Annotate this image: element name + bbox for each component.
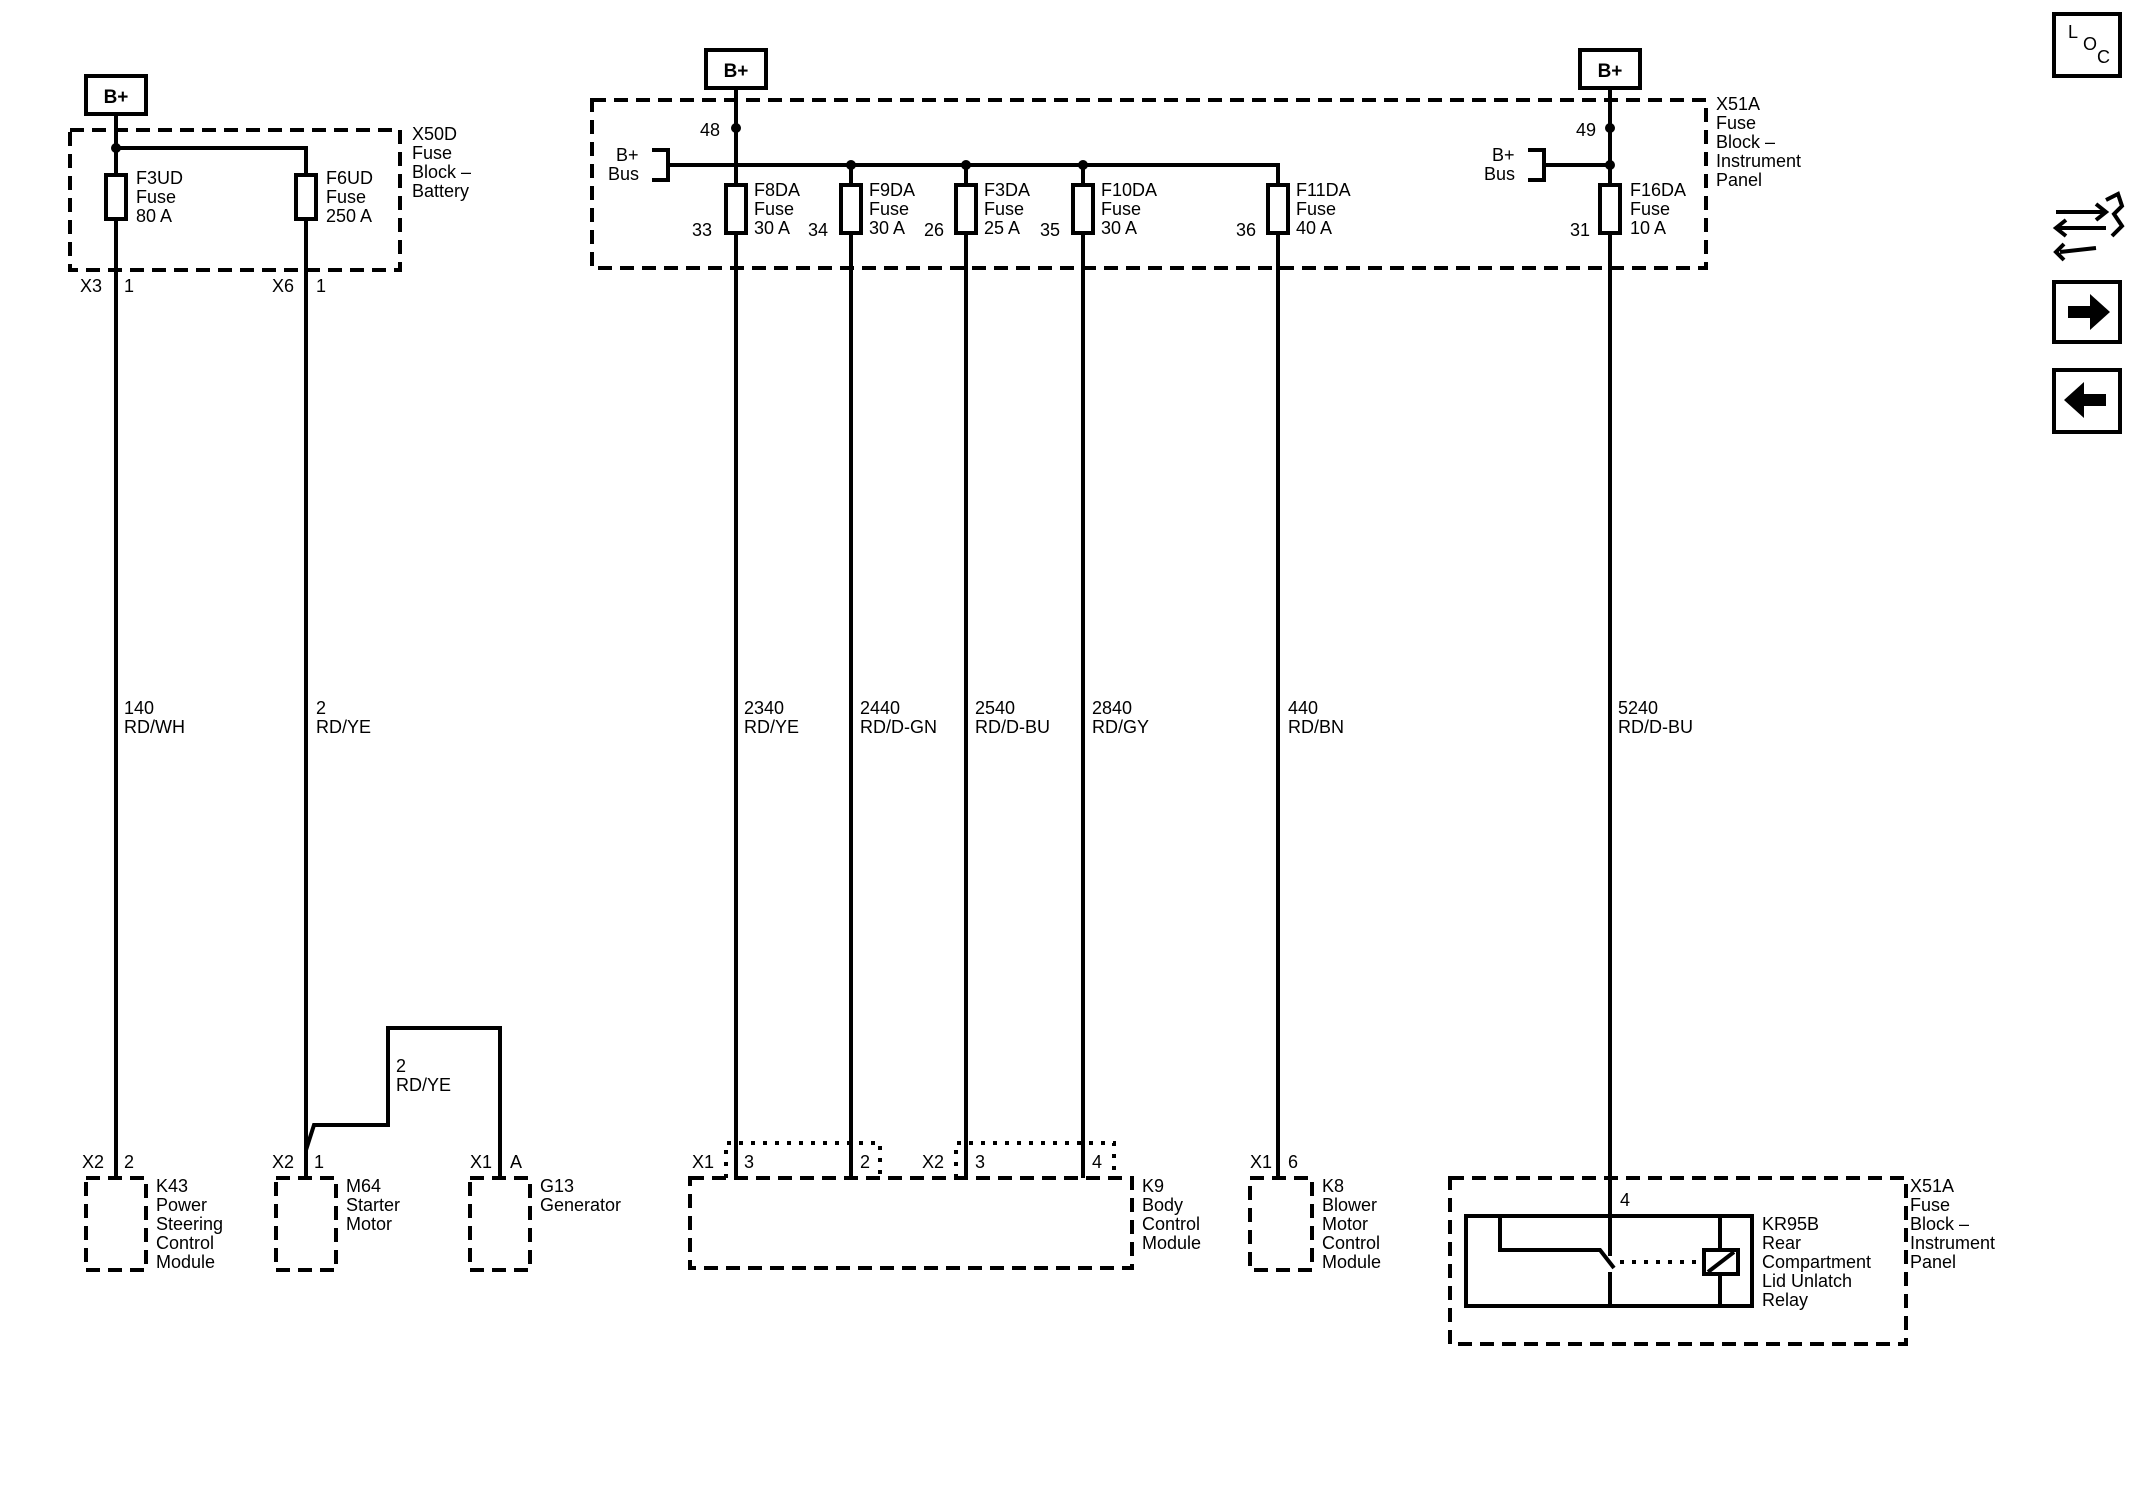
wire-2-generator-label: 2 RD/YE <box>396 1056 451 1095</box>
k9-component-outline <box>688 1176 1134 1270</box>
power-symbol-label: B+ <box>724 61 749 82</box>
m64-connector-label: X2 <box>272 1152 294 1172</box>
arrow-left-icon[interactable] <box>2052 368 2122 434</box>
pin-48-label: 48 <box>700 120 720 140</box>
connector-x6-pin: 1 <box>316 276 326 296</box>
x50d-label: X50D Fuse Block – Battery <box>412 124 476 201</box>
wire-2540-label: 2540 RD/D-BU <box>975 698 1050 737</box>
fuse-f8da-pin: 33 <box>692 220 712 240</box>
wire-2840-label: 2840 RD/GY <box>1092 698 1149 737</box>
m64-component-outline <box>274 1176 338 1272</box>
x51a-fuse-block-outline <box>590 98 1708 270</box>
x51a-relay-block-label: X51A Fuse Block – Instrument Panel <box>1910 1176 2000 1272</box>
fuse-f10da <box>1071 183 1095 235</box>
g13-label: G13 Generator <box>540 1176 621 1215</box>
location-view-button[interactable]: L O C <box>2052 12 2122 78</box>
fuse-f3da-pin: 26 <box>924 220 944 240</box>
fuse-f9da-label: F9DA Fuse 30 A <box>869 180 919 238</box>
k9-connector-x2-label: X2 <box>922 1152 944 1172</box>
x51a-relay-block-outline <box>1448 1176 1908 1346</box>
fuse-f8da <box>724 183 748 235</box>
connector-x3-label: X3 <box>80 276 102 296</box>
wire-2-label: 2 RD/YE <box>316 698 371 737</box>
g13-pin-label: A <box>510 1152 522 1172</box>
arrow-right-icon[interactable] <box>2052 280 2122 344</box>
x51a-label: X51A Fuse Block – Instrument Panel <box>1716 94 1806 190</box>
k43-label: K43 Power Steering Control Module <box>156 1176 228 1272</box>
fuse-f11da <box>1266 183 1290 235</box>
m64-label: M64 Starter Motor <box>346 1176 405 1234</box>
fuse-f16da-label: F16DA Fuse 10 A <box>1630 180 1690 238</box>
power-symbol-label: B+ <box>1598 61 1623 82</box>
k9-label: K9 Body Control Module <box>1142 1176 1205 1253</box>
fuse-f16da <box>1598 183 1622 235</box>
fuse-f3da-label: F3DA Fuse 25 A <box>984 180 1034 238</box>
fuse-f3da <box>954 183 978 235</box>
fuse-f8da-label: F8DA Fuse 30 A <box>754 180 804 238</box>
kr95b-label: KR95B Rear Compartment Lid Unlatch Relay <box>1762 1214 1876 1310</box>
fuse-f11da-pin: 36 <box>1236 220 1256 240</box>
fuse-f9da-pin: 34 <box>808 220 828 240</box>
power-symbol-label: B+ <box>104 87 129 108</box>
g13-component-outline <box>468 1176 532 1272</box>
fuse-f6ud-label: F6UD Fuse 250 A <box>326 168 378 226</box>
wire-440-label: 440 RD/BN <box>1288 698 1344 737</box>
wire-2440-label: 2440 RD/D-GN <box>860 698 937 737</box>
k8-connector-label: X1 <box>1250 1152 1272 1172</box>
wire-2 <box>304 219 502 1178</box>
wrench-arrows-icon[interactable] <box>2052 191 2125 262</box>
k9-pin-x2-3: 3 <box>975 1152 985 1172</box>
k8-component-outline <box>1248 1176 1314 1272</box>
k9-pin-x2-4: 4 <box>1092 1152 1102 1172</box>
k9-connector-x1-outline <box>724 1141 882 1178</box>
fuse-f3ud-label: F3UD Fuse 80 A <box>136 168 188 226</box>
k9-connector-x1-label: X1 <box>692 1152 714 1172</box>
wire-2340-label: 2340 RD/YE <box>744 698 799 737</box>
fuse-f9da <box>839 183 863 235</box>
connector-x6-label: X6 <box>272 276 294 296</box>
k9-pin-x1-3: 3 <box>744 1152 754 1172</box>
power-symbol-right: B+ <box>1578 48 1642 90</box>
k9-pin-x1-2: 2 <box>860 1152 870 1172</box>
wire-5240-label: 5240 RD/D-BU <box>1618 698 1693 737</box>
pin-49-label: 49 <box>1576 120 1596 140</box>
loc-letter-l: L <box>2068 22 2078 42</box>
k43-pin-label: 2 <box>124 1152 134 1172</box>
power-symbol-center: B+ <box>704 48 768 90</box>
loc-letter-o: O <box>2083 34 2097 54</box>
bus-label-left: B+ Bus <box>608 145 644 184</box>
fuse-f10da-pin: 35 <box>1040 220 1060 240</box>
connector-x3-pin: 1 <box>124 276 134 296</box>
loc-letter-c: C <box>2097 47 2110 67</box>
m64-pin-label: 1 <box>314 1152 324 1172</box>
k8-label: K8 Blower Motor Control Module <box>1322 1176 1385 1272</box>
k43-component-outline <box>84 1176 148 1272</box>
relay-kr95b <box>1464 1214 1754 1308</box>
wire-140-label: 140 RD/WH <box>124 698 185 737</box>
fuse-f3ud <box>104 173 128 221</box>
bus-label-right: B+ Bus <box>1484 145 1520 184</box>
fuse-f6ud <box>294 173 318 221</box>
k8-pin-label: 6 <box>1288 1152 1298 1172</box>
k43-connector-label: X2 <box>82 1152 104 1172</box>
g13-connector-label: X1 <box>470 1152 492 1172</box>
fuse-f10da-label: F10DA Fuse 30 A <box>1101 180 1161 238</box>
fuse-f11da-label: F11DA Fuse 40 A <box>1296 180 1355 238</box>
pin-4-label: 4 <box>1620 1190 1630 1210</box>
x50d-fuse-block-outline <box>68 128 402 272</box>
fuse-f16da-pin: 31 <box>1570 220 1590 240</box>
power-symbol-left: B+ <box>84 74 148 116</box>
